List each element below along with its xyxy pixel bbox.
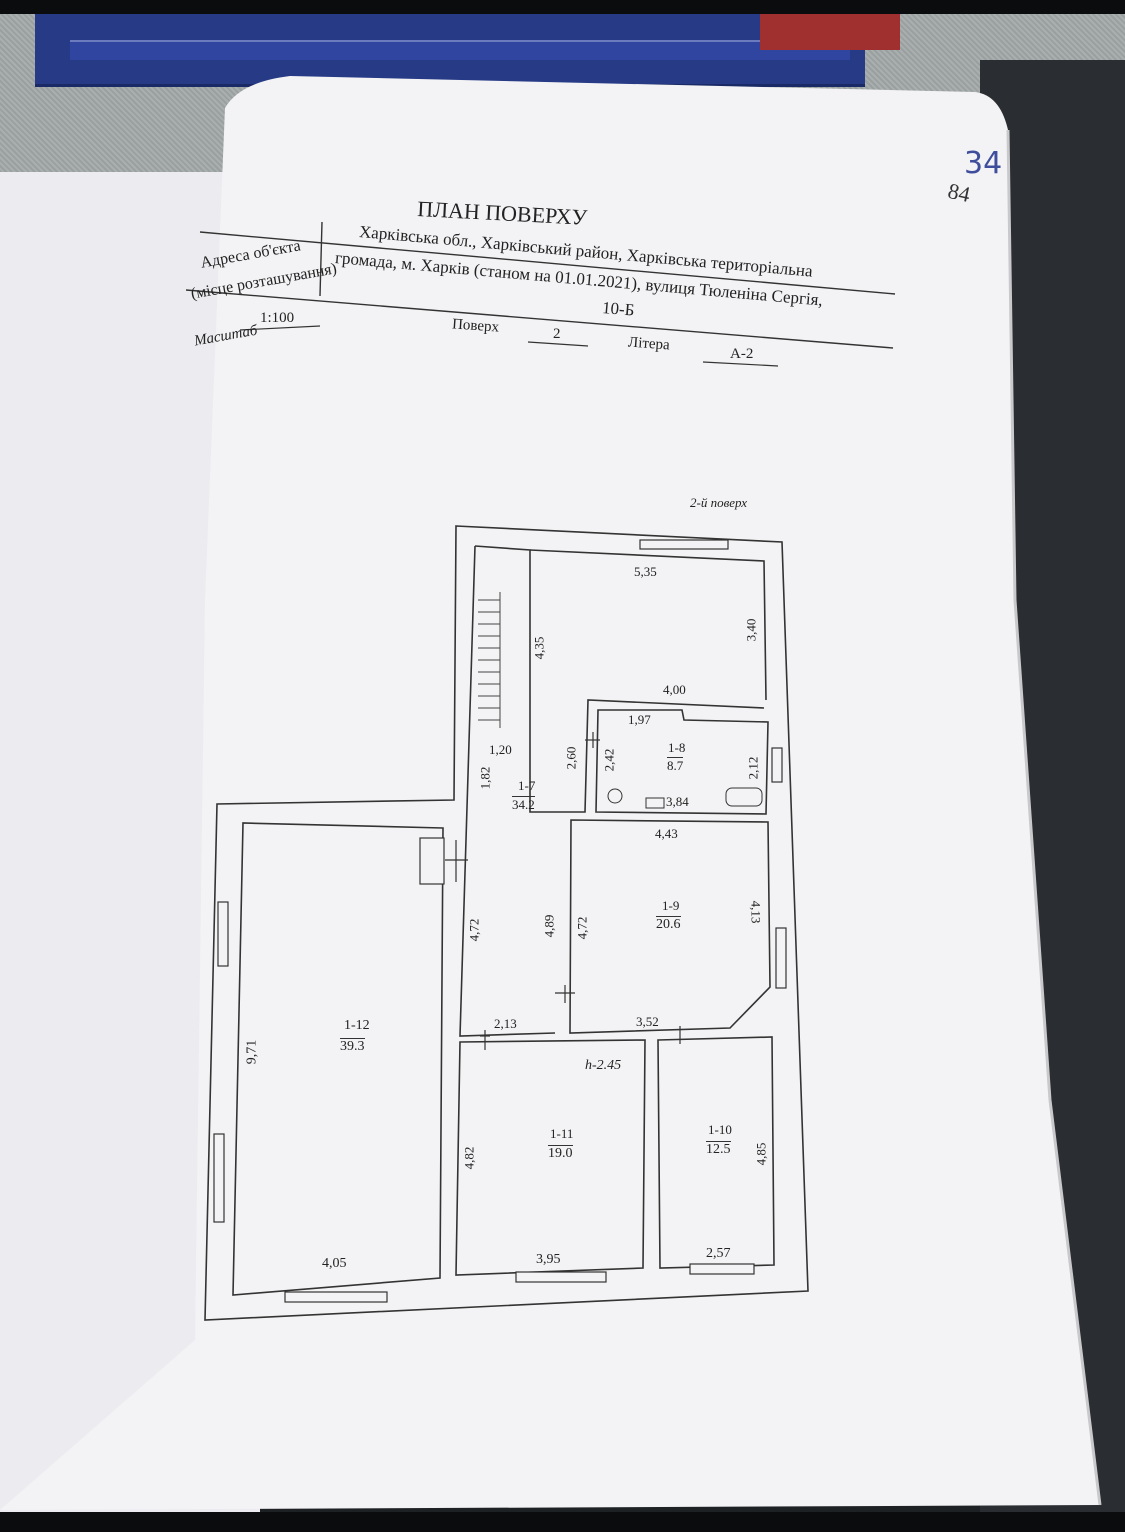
bottom-dark-band — [0, 1512, 1125, 1532]
room-1-12-area: 39.3 — [340, 1038, 365, 1054]
scale-value: 1:100 — [260, 310, 295, 326]
dim-4-35: 4,35 — [531, 636, 547, 660]
dim-1-97: 1,97 — [628, 712, 651, 727]
address-line3: 10-Б — [601, 298, 636, 320]
room-1-10-area: 12.5 — [706, 1141, 731, 1157]
dim-4-82: 4,82 — [461, 1146, 477, 1170]
room-1-7-id: 1-7 — [518, 778, 536, 793]
floor-value: 2 — [553, 326, 561, 342]
room-1-11-area: 19.0 — [548, 1145, 573, 1161]
dim-4-43: 4,43 — [655, 826, 678, 841]
room-1-10-id: 1-10 — [708, 1122, 732, 1137]
height-note: h-2.45 — [585, 1058, 622, 1073]
dim-4-89: 4,89 — [541, 914, 557, 938]
dim-9-71: 9,71 — [244, 1039, 260, 1065]
room-1-11-id: 1-11 — [550, 1126, 574, 1141]
dim-4-85: 4,85 — [753, 1142, 769, 1166]
doors — [445, 732, 681, 1050]
room-1-7-area: 34.2 — [512, 796, 535, 812]
dim-2-60: 2,60 — [563, 746, 579, 770]
dim-4-72-right: 4,72 — [574, 916, 590, 940]
dim-5-35: 5,35 — [634, 564, 657, 579]
floor-label: Поверх — [451, 316, 500, 336]
litera-label: Літера — [627, 334, 671, 354]
room-1-12-id: 1-12 — [344, 1018, 370, 1033]
room-1-9-id: 1-9 — [662, 898, 680, 913]
plan-caption: 2-й поверх — [690, 495, 748, 510]
dim-1-20: 1,20 — [489, 742, 512, 757]
blue-folder-edge — [70, 40, 850, 60]
dim-2-13: 2,13 — [494, 1016, 517, 1031]
bathroom-fixtures — [607, 787, 763, 809]
red-card — [760, 14, 900, 50]
top-dark-band — [0, 0, 1125, 14]
windows — [213, 539, 787, 1303]
dim-4-00: 4,00 — [663, 682, 686, 697]
dim-2-42: 2,42 — [601, 748, 617, 772]
dim-2-57: 2,57 — [706, 1246, 731, 1261]
floor-plan — [204, 525, 809, 1321]
paper-page — [0, 76, 1100, 1510]
room-1-9-area: 20.6 — [656, 916, 681, 932]
dim-3-95: 3,95 — [536, 1252, 561, 1267]
litera-value: А-2 — [730, 346, 754, 362]
dim-4-05: 4,05 — [322, 1256, 347, 1271]
header-table — [185, 221, 896, 349]
dim-1-82: 1,82 — [477, 766, 493, 790]
dim-3-84: 3,84 — [666, 794, 689, 809]
dim-3-52: 3,52 — [636, 1014, 659, 1029]
dim-4-72-left: 4,72 — [466, 918, 482, 942]
dim-4-13: 4,13 — [748, 900, 764, 924]
room-1-8-id: 1-8 — [668, 740, 686, 755]
dim-3-40: 3,40 — [743, 618, 759, 642]
stairs — [478, 592, 501, 728]
page-number-top: 34 — [964, 146, 1003, 181]
dim-2-12: 2,12 — [745, 756, 761, 780]
room-1-8-area: 8.7 — [667, 757, 684, 773]
